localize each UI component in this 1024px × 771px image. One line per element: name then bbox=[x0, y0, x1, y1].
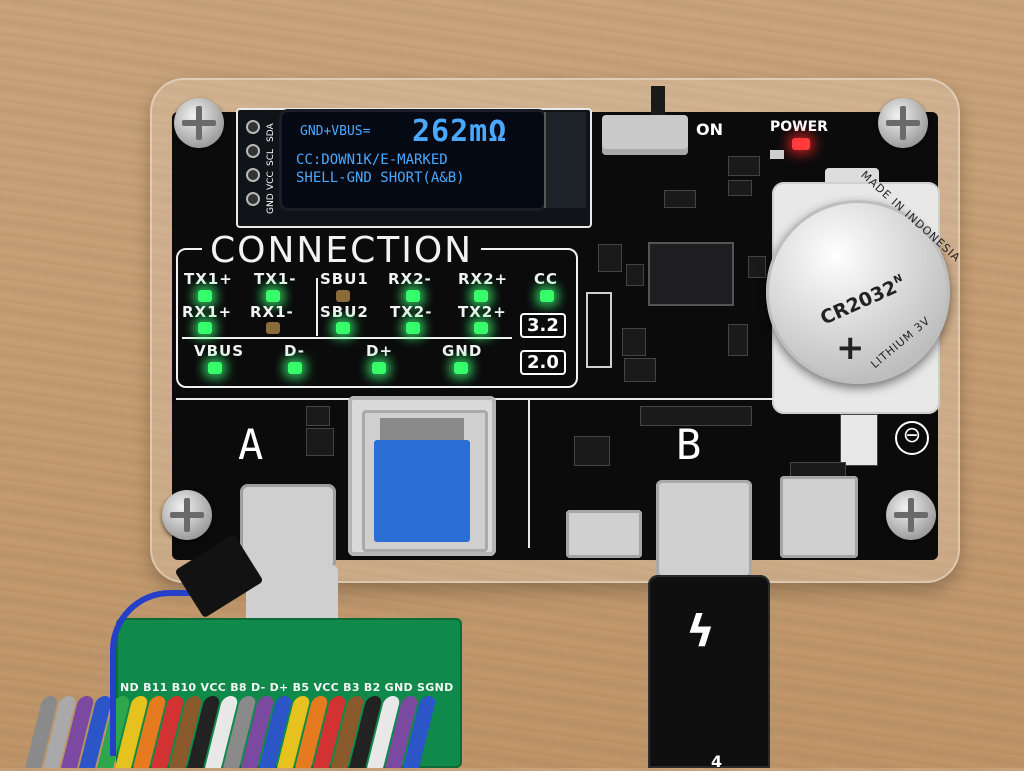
oled-display: GND+VBUS= 262mΩ CC:DOWN1K/E-MARKED SHELL… bbox=[282, 112, 544, 208]
pin-label-sda: SDA bbox=[266, 123, 276, 142]
battery-model: CR2032 bbox=[817, 276, 901, 330]
pin-label-scl: SCL bbox=[266, 148, 276, 166]
usb-a-tongue bbox=[374, 440, 470, 542]
mini-usb-port[interactable] bbox=[780, 476, 858, 558]
pin-label-vbus: VBUS bbox=[194, 342, 245, 360]
usb-c-port-a[interactable] bbox=[240, 484, 336, 570]
pin-label-cc: CC bbox=[534, 270, 559, 288]
led-d-plus bbox=[372, 362, 386, 374]
smd-component bbox=[728, 156, 760, 176]
smd-component bbox=[748, 256, 766, 278]
ribbon-cable bbox=[15, 696, 483, 768]
led-sbu1 bbox=[336, 290, 350, 302]
screw-top-left bbox=[174, 98, 224, 148]
led-tx2-plus bbox=[474, 322, 488, 334]
smd-component bbox=[306, 406, 330, 426]
led-rx2-minus bbox=[406, 290, 420, 302]
usb32-badge: 3.2 bbox=[520, 313, 566, 338]
led-tx2-minus bbox=[406, 322, 420, 334]
jumper-wire bbox=[110, 590, 206, 756]
connection-title: CONNECTION bbox=[202, 230, 482, 271]
screw-top-right bbox=[878, 98, 928, 148]
smd-component bbox=[728, 324, 748, 356]
oled-gnd-vbus-label: GND+VBUS= bbox=[300, 124, 371, 139]
oled-cc-status: CC:DOWN1K/E-MARKED bbox=[296, 152, 448, 168]
led-rx1-plus bbox=[198, 322, 212, 334]
battery-holder-tab bbox=[840, 414, 878, 466]
section-b-label: B bbox=[676, 420, 702, 469]
led-rx2-plus bbox=[474, 290, 488, 302]
led-sbu2 bbox=[336, 322, 350, 334]
led-rx1-minus bbox=[266, 322, 280, 334]
usb-c-plug bbox=[246, 565, 338, 623]
pin-label-sbu1: SBU1 bbox=[320, 270, 369, 288]
cable-number: 4 bbox=[711, 752, 723, 771]
pin-label-rx1-plus: RX1+ bbox=[182, 303, 233, 321]
power-led bbox=[792, 138, 810, 150]
pin-label-d-minus: D- bbox=[284, 342, 305, 360]
pin-label-rx2-minus: RX2- bbox=[388, 270, 432, 288]
connection-divider bbox=[316, 278, 318, 336]
led-tx1-plus bbox=[198, 290, 212, 302]
power-switch[interactable] bbox=[602, 115, 688, 155]
smd-component bbox=[626, 264, 644, 286]
smd-component bbox=[624, 358, 656, 382]
pin-dot bbox=[246, 168, 260, 182]
power-switch-knob[interactable] bbox=[651, 86, 665, 116]
smd-component bbox=[598, 244, 622, 272]
coin-cell-battery: CR2032 N MADE IN INDONESIA LITHIUM 3V + bbox=[766, 168, 963, 384]
battery-plus: + bbox=[836, 328, 865, 368]
thunderbolt-icon: ϟ bbox=[686, 606, 716, 657]
smd-component bbox=[306, 428, 334, 456]
microcontroller-chip bbox=[648, 242, 734, 306]
negative-terminal-symbol: ⊖ bbox=[895, 421, 929, 455]
smd-pad bbox=[770, 150, 784, 159]
smd-component bbox=[574, 436, 610, 466]
usb20-badge: 2.0 bbox=[520, 350, 566, 375]
pin-label-gnd: GND bbox=[442, 342, 483, 360]
oled-shell-status: SHELL-GND SHORT(A&B) bbox=[296, 170, 465, 186]
pin-label-gnd: GND bbox=[266, 193, 276, 214]
pin-dot bbox=[246, 192, 260, 206]
screw-bottom-right bbox=[886, 490, 936, 540]
pin-label-tx2-minus: TX2- bbox=[390, 303, 433, 321]
led-d-minus bbox=[288, 362, 302, 374]
connection-divider bbox=[182, 337, 512, 339]
led-vbus bbox=[208, 362, 222, 374]
pin-label-sbu2: SBU2 bbox=[320, 303, 369, 321]
led-gnd bbox=[454, 362, 468, 374]
screw-bottom-left bbox=[162, 490, 212, 540]
port-section-frame bbox=[176, 398, 928, 550]
led-cc bbox=[540, 290, 554, 302]
usb-a-slot bbox=[380, 418, 464, 444]
pin-label-tx1-minus: TX1- bbox=[254, 270, 297, 288]
smd-component bbox=[664, 190, 696, 208]
led-tx1-minus bbox=[266, 290, 280, 302]
pin-label-rx2-plus: RX2+ bbox=[458, 270, 509, 288]
oled-resistance-value: 262mΩ bbox=[412, 114, 508, 149]
power-label: POWER bbox=[770, 119, 828, 135]
micro-usb-port[interactable] bbox=[566, 510, 642, 558]
smd-component bbox=[622, 328, 646, 356]
breakout-pin-labels: ND B11 B10 VCC B8 D- D+ B5 VCC B3 B2 GND… bbox=[120, 681, 454, 694]
on-label: ON bbox=[696, 120, 723, 139]
smd-resistor-array bbox=[640, 406, 752, 426]
pin-label-rx1-minus: RX1- bbox=[250, 303, 294, 321]
port-section-divider bbox=[528, 400, 530, 548]
oled-header-pins: GND VCC SCL SDA bbox=[242, 118, 282, 214]
smd-component bbox=[728, 180, 752, 196]
thunderbolt-plug bbox=[656, 480, 752, 578]
pin-dot bbox=[246, 120, 260, 134]
pin-label-tx1-plus: TX1+ bbox=[184, 270, 233, 288]
oled-flex-connector bbox=[544, 112, 586, 208]
section-a-label: A bbox=[238, 420, 264, 469]
pin-label-tx2-plus: TX2+ bbox=[458, 303, 507, 321]
pin-dot bbox=[246, 144, 260, 158]
pin-label-vcc: VCC bbox=[266, 171, 276, 190]
expansion-header bbox=[586, 292, 612, 368]
thunderbolt-cable bbox=[648, 575, 770, 768]
pin-label-d-plus: D+ bbox=[366, 342, 394, 360]
